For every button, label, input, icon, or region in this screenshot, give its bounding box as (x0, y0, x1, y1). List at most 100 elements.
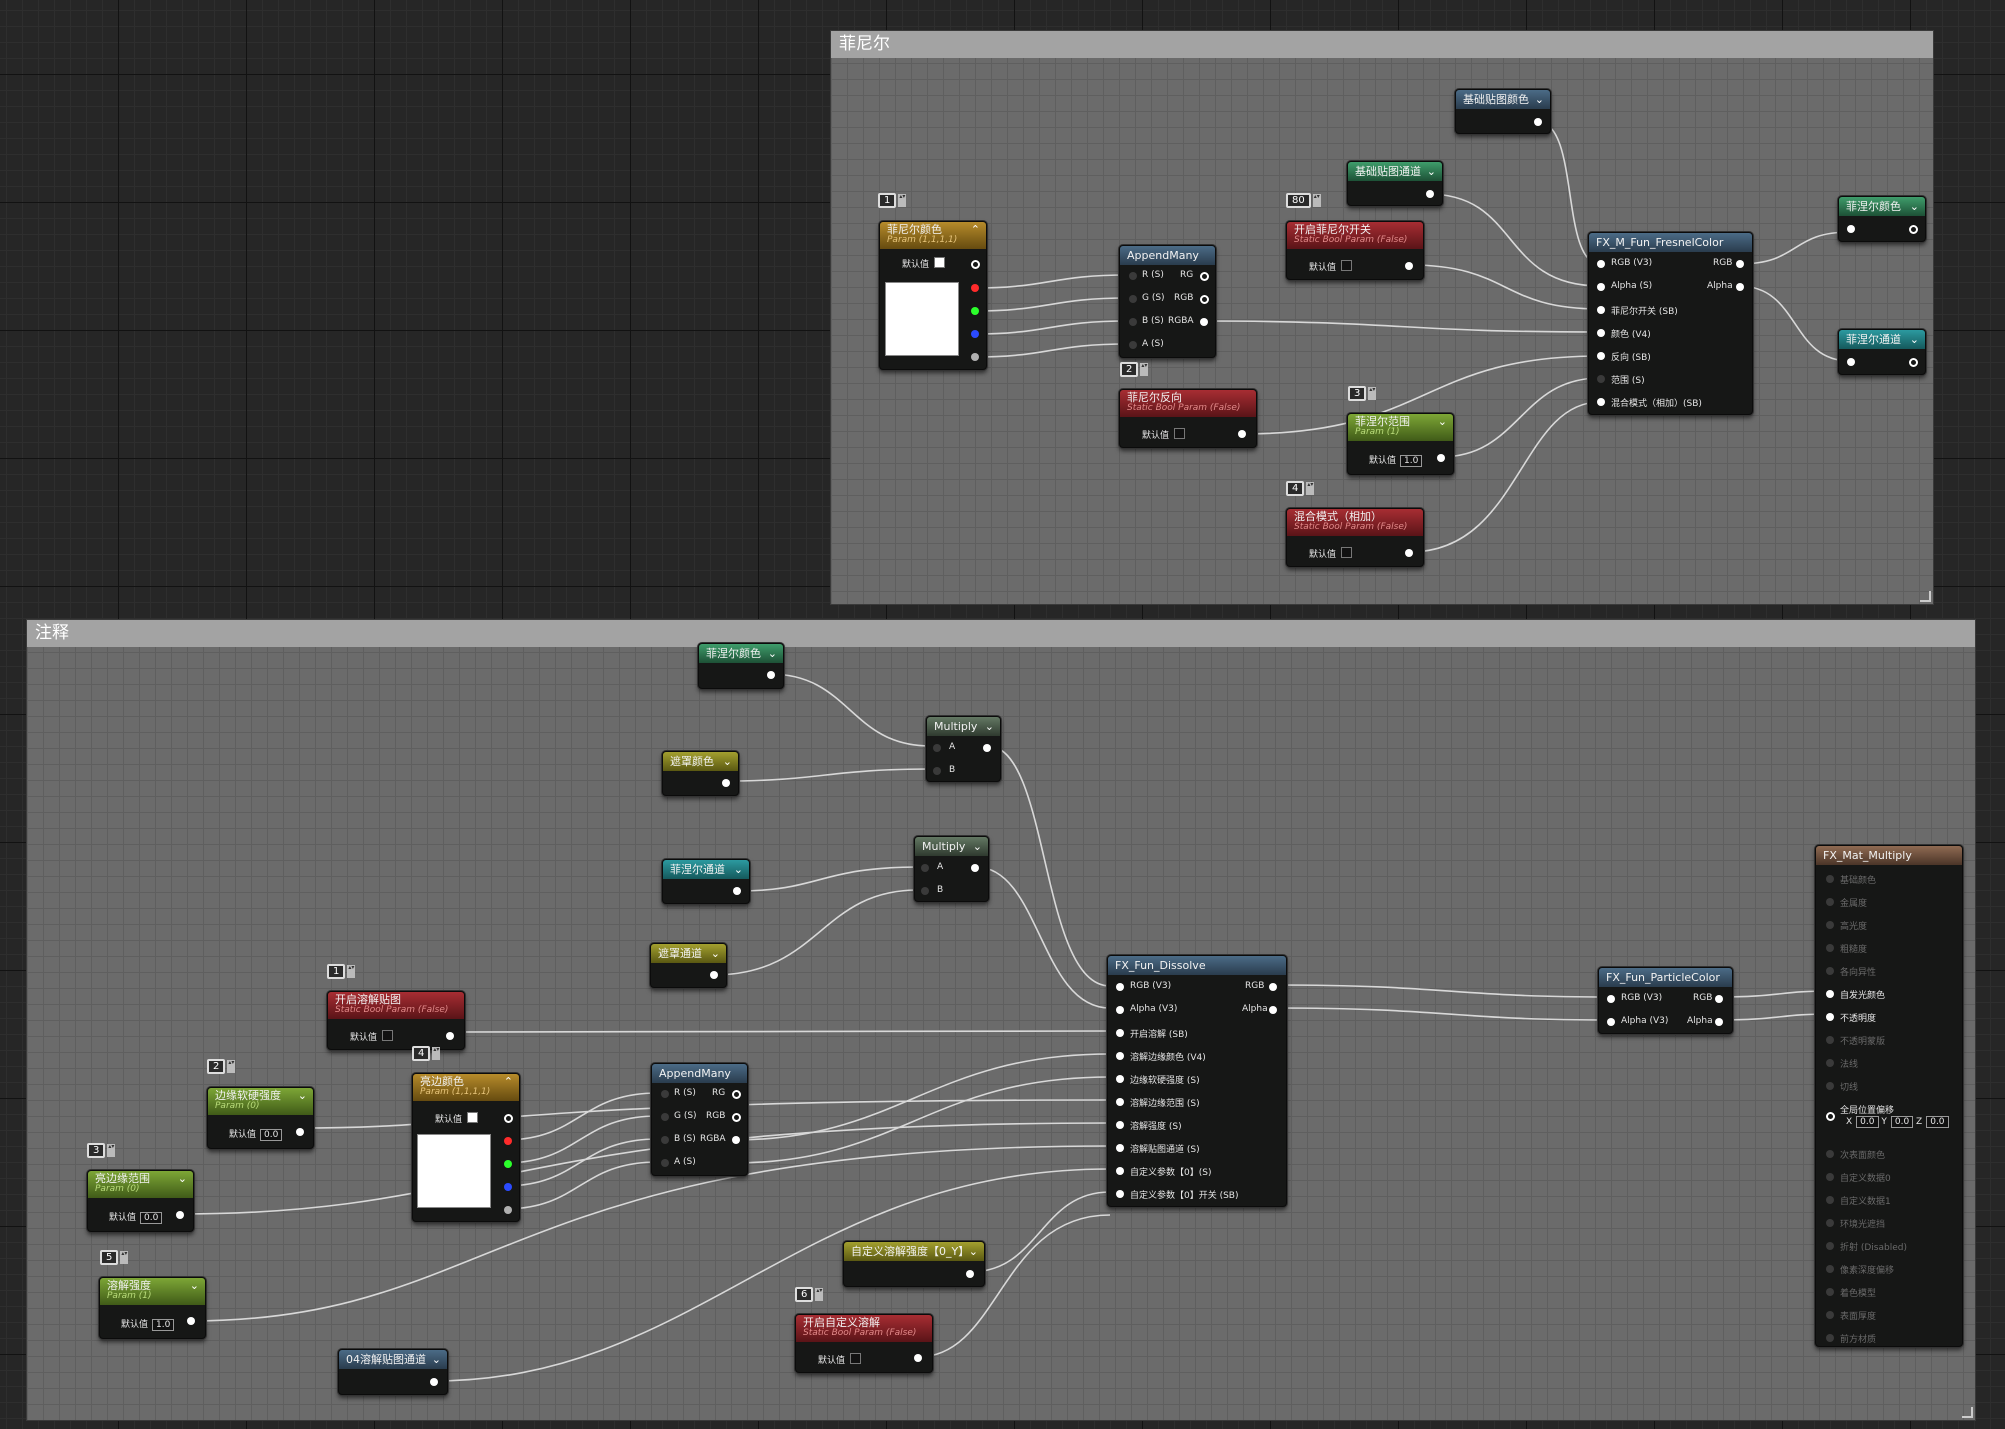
input-pin-b[interactable] (1129, 318, 1137, 326)
node-header[interactable]: 菲涅尔颜色⌄ (1839, 197, 1925, 216)
node-header[interactable]: Multiply⌄ (915, 837, 988, 856)
collapse-icon[interactable]: ⌃ (503, 1075, 513, 1088)
output-pin[interactable] (971, 260, 980, 269)
comment-note-title[interactable]: 注释 (27, 620, 1975, 647)
input-pin[interactable] (1826, 1242, 1834, 1250)
input-pin[interactable] (1826, 967, 1834, 975)
offset-z-field[interactable]: 0.0 (1926, 1116, 1949, 1128)
value-field[interactable]: 0.0 (140, 1212, 163, 1224)
node-header[interactable]: 菲涅尔颜色⌄ (699, 644, 783, 663)
input-pin[interactable] (1597, 352, 1605, 360)
bubble-toggle[interactable]: ▴▾ (432, 1047, 441, 1060)
output-pin-g[interactable] (971, 307, 979, 315)
chevron-down-icon[interactable]: ⌄ (968, 1245, 978, 1258)
input-pin[interactable] (1116, 1075, 1124, 1083)
color-preview[interactable] (417, 1134, 491, 1208)
comment-bubble[interactable]: 4▴▾ (412, 1046, 441, 1061)
input-pin[interactable] (1597, 306, 1605, 314)
output-pin[interactable] (983, 744, 991, 752)
output-pin[interactable] (1909, 225, 1918, 234)
input-pin-a[interactable] (1129, 341, 1137, 349)
input-pin-b[interactable] (921, 887, 929, 895)
output-pin[interactable] (1238, 430, 1246, 438)
mask-channel-node[interactable]: 遮罩通道⌄ (650, 943, 727, 988)
resize-handle[interactable] (1962, 1407, 1973, 1418)
output-pin[interactable] (722, 779, 730, 787)
input-pin[interactable] (1116, 1144, 1124, 1152)
color-swatch-small[interactable] (934, 257, 946, 268)
input-pin[interactable] (1826, 1219, 1834, 1227)
output-pin[interactable] (1715, 995, 1723, 1003)
input-pin[interactable] (1116, 1190, 1124, 1198)
comment-bubble[interactable]: 2▴▾ (1120, 362, 1149, 377)
input-pin[interactable] (1826, 1059, 1834, 1067)
append-many-node[interactable]: AppendMany R (S) G (S) B (S) A (S) RG RG… (1119, 245, 1216, 358)
default-value[interactable]: 默认值 (1309, 260, 1353, 273)
output-pin[interactable] (1715, 1018, 1723, 1026)
node-header[interactable]: 04溶解贴图通道⌄ (339, 1350, 447, 1369)
input-pin[interactable] (1826, 990, 1834, 998)
input-pin[interactable] (1826, 1265, 1834, 1273)
bubble-toggle[interactable]: ▴▾ (120, 1251, 129, 1264)
input-pin[interactable] (1826, 898, 1834, 906)
comment-bubble[interactable]: 1▴▾ (878, 193, 907, 208)
chevron-down-icon[interactable]: ⌄ (177, 1172, 187, 1185)
input-pin[interactable] (1826, 1334, 1834, 1342)
output-pin-rgb[interactable] (732, 1113, 741, 1122)
output-pin[interactable] (1269, 983, 1277, 991)
input-pin[interactable] (1826, 1082, 1834, 1090)
input-pin[interactable] (1116, 1167, 1124, 1175)
output-pin-r[interactable] (971, 284, 979, 292)
chevron-down-icon[interactable]: ⌄ (1534, 93, 1544, 106)
input-pin-g[interactable] (661, 1113, 669, 1121)
dissolve-function-node[interactable]: FX_Fun_Dissolve RGB (V3) Alpha (V3) 开启溶解… (1107, 955, 1287, 1207)
input-pin[interactable] (1607, 995, 1615, 1003)
input-pin[interactable] (1116, 983, 1124, 991)
output-pin-b[interactable] (504, 1183, 512, 1191)
input-pin[interactable] (1826, 1013, 1834, 1021)
output-pin[interactable] (710, 971, 718, 979)
base-texture-channel-node[interactable]: 基础贴图通道⌄ (1347, 161, 1443, 206)
checkbox[interactable] (1341, 260, 1353, 271)
multiply-node-1[interactable]: Multiply⌄ A B (926, 716, 1001, 782)
node-header[interactable]: 自定义溶解强度【0_Y】⌄ (844, 1242, 984, 1261)
fresnel-channel-reroute-node[interactable]: 菲涅尔通道⌄ (662, 859, 750, 904)
node-header[interactable]: FX_Mat_Multiply (1816, 846, 1962, 865)
bubble-toggle[interactable]: ▴▾ (107, 1144, 116, 1157)
mask-color-node[interactable]: 遮罩颜色⌄ (662, 751, 739, 796)
default-value[interactable]: 默认值 (350, 1030, 394, 1043)
node-header[interactable]: FX_M_Fun_FresnelColor (1589, 233, 1752, 252)
output-pin-g[interactable] (504, 1160, 512, 1168)
comment-bubble[interactable]: 6▴▾ (795, 1287, 824, 1302)
checkbox[interactable] (1174, 428, 1186, 439)
output-pin[interactable] (504, 1114, 513, 1123)
node-header[interactable]: 菲涅尔通道⌄ (663, 860, 749, 879)
output-pin[interactable] (966, 1270, 974, 1278)
node-header[interactable]: 遮罩颜色⌄ (663, 752, 738, 771)
output-pin[interactable] (1405, 549, 1413, 557)
output-pin[interactable] (430, 1378, 438, 1386)
input-pin[interactable] (1826, 1196, 1834, 1204)
input-pin[interactable] (1116, 1121, 1124, 1129)
node-header[interactable]: AppendMany (652, 1064, 747, 1083)
input-pin[interactable] (1826, 875, 1834, 883)
value-field[interactable]: 0.0 (260, 1129, 283, 1141)
default-value[interactable]: 默认值 (902, 257, 946, 270)
input-pin[interactable] (1597, 329, 1605, 337)
particle-color-function-node[interactable]: FX_Fun_ParticleColor RGB (V3) Alpha (V3)… (1598, 967, 1733, 1034)
input-pin-a[interactable] (661, 1159, 669, 1167)
bubble-toggle[interactable]: ▴▾ (227, 1060, 236, 1073)
